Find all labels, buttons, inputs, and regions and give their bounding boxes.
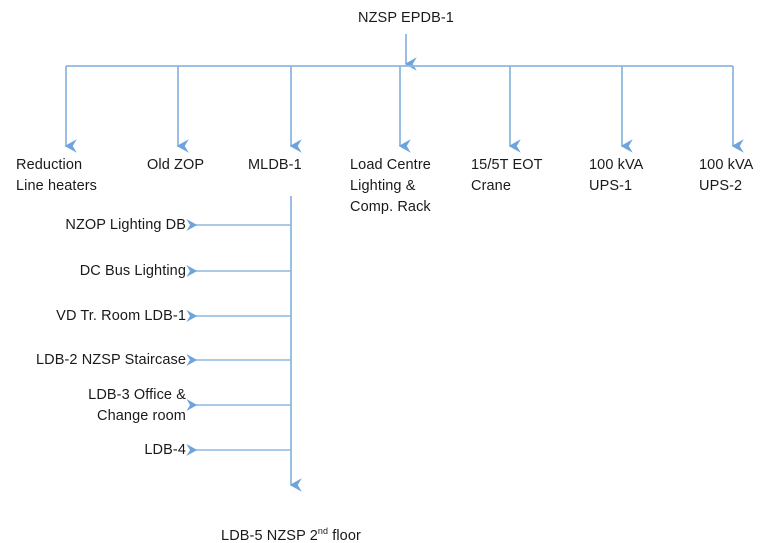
node-ldb-3-office-change-room: LDB-3 Office & Change room — [88, 387, 186, 424]
node-nzop-lighting-db: NZOP Lighting DB — [65, 217, 186, 233]
node-reduction-line-heaters: Reduction Line heaters — [16, 157, 98, 194]
node-mldb-1: MLDB-1 — [248, 157, 302, 173]
node-load-centre-lighting-comp-rack: Load Centre Lighting & Comp. Rack — [350, 157, 431, 215]
node-ldb-5-nzsp-2nd-floor: LDB-5 NZSP 2nd floor — [181, 505, 401, 543]
terminal-label-superscript: nd — [317, 526, 329, 537]
node-dc-bus-lighting: DC Bus Lighting — [79, 263, 186, 279]
node-100-kva-ups-1: 100 kVA UPS-1 — [589, 157, 644, 194]
node-old-zop: Old ZOP — [147, 157, 205, 173]
node-vd-tr-room-ldb-1: VD Tr. Room LDB-1 — [56, 308, 186, 324]
terminal-label-suffix: floor — [328, 528, 361, 543]
node-15-5t-eot-crane: 15/5T EOT Crane — [471, 157, 543, 194]
node-ldb-2-nzsp-staircase: LDB-2 NZSP Staircase — [35, 352, 186, 368]
node-100-kva-ups-2: 100 kVA UPS-2 — [699, 157, 754, 194]
terminal-label-prefix: LDB-5 NZSP 2 — [221, 528, 318, 543]
node-root-nzsp-epdb-1: NZSP EPDB-1 — [358, 10, 454, 26]
node-ldb-4: LDB-4 — [144, 442, 186, 458]
